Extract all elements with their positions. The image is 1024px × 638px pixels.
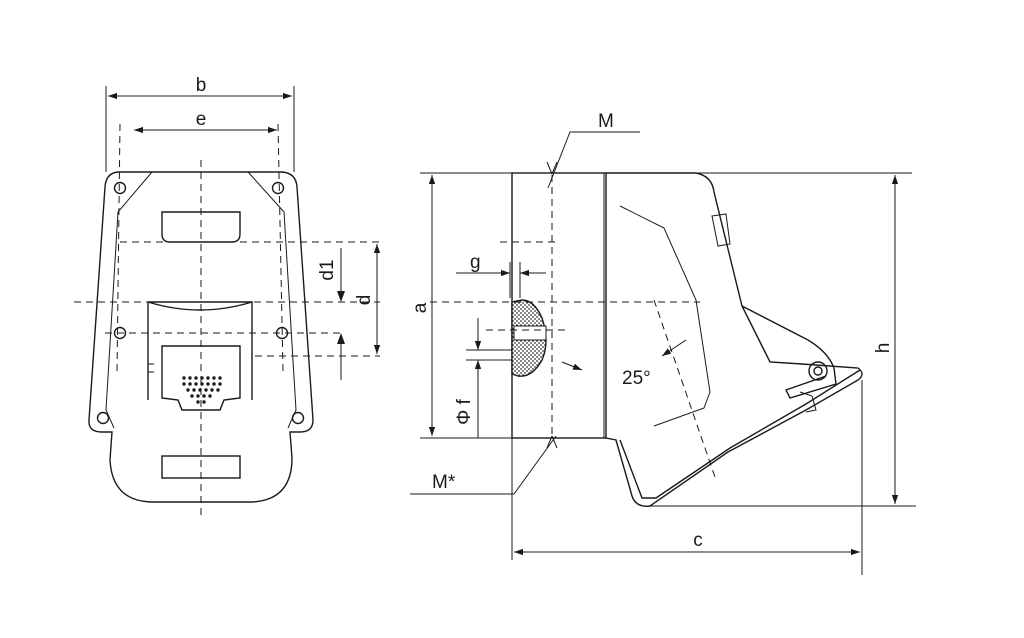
front-mounting-holes <box>96 181 305 425</box>
leader-M-star <box>410 435 557 495</box>
front-side-tab <box>147 363 154 373</box>
front-view: b e d1 d <box>74 75 381 520</box>
side-view: M M* g Φ f a h c 25° <box>410 111 916 575</box>
side-lower-flap <box>619 369 861 499</box>
hinge-inner <box>813 366 823 376</box>
side-housing-outline <box>605 172 863 507</box>
label-a: a <box>410 302 431 313</box>
leader-M <box>547 131 640 189</box>
label-b: b <box>196 75 207 96</box>
front-socket-window <box>161 345 241 411</box>
socket-slot <box>513 325 547 341</box>
label-phi-f: Φ f <box>454 398 475 424</box>
label-g: g <box>470 252 481 273</box>
label-h: h <box>873 343 894 354</box>
label-M-star: M* <box>432 472 456 493</box>
side-rib <box>711 213 731 247</box>
front-lid <box>147 301 253 400</box>
label-d1: d1 <box>317 259 338 280</box>
front-housing-outline <box>88 171 314 503</box>
hinge-outer <box>808 361 828 381</box>
front-vent-dots <box>182 376 222 404</box>
side-inner-contour <box>619 205 711 427</box>
label-e: e <box>196 109 207 130</box>
label-angle: 25° <box>622 368 651 389</box>
label-M: M <box>598 111 614 132</box>
label-c: c <box>693 530 703 551</box>
side-latch <box>799 391 817 413</box>
label-d: d <box>354 295 375 306</box>
side-lid <box>741 305 837 399</box>
